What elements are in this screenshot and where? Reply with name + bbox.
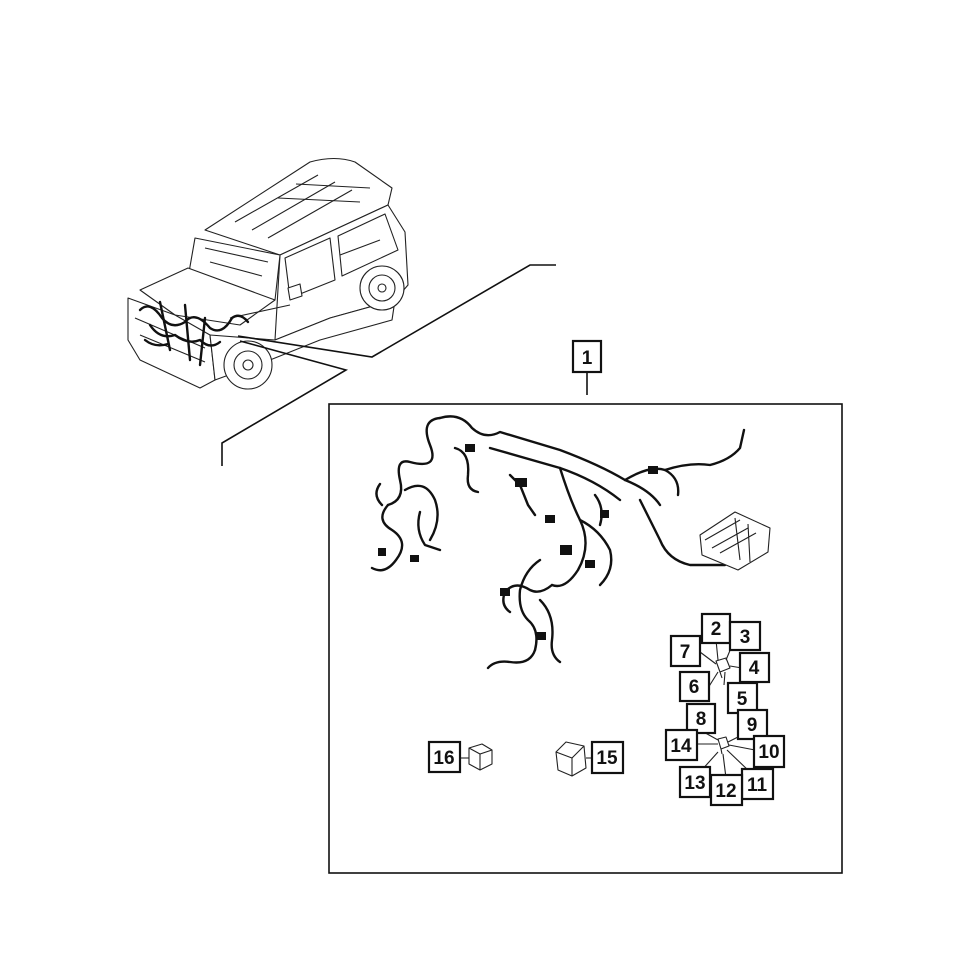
- svg-text:4: 4: [749, 658, 760, 679]
- terminal-part-b: [717, 736, 730, 755]
- svg-text:14: 14: [670, 736, 692, 757]
- relay-part-15: [555, 741, 587, 777]
- callout-16: 16: [427, 740, 462, 774]
- svg-text:5: 5: [737, 689, 748, 710]
- vehicle-illustration: [127, 157, 409, 390]
- callout-7: 7: [669, 634, 702, 668]
- callout-3: 3: [728, 620, 762, 652]
- wiring-harness-main: [370, 415, 771, 670]
- svg-text:8: 8: [696, 709, 707, 730]
- svg-text:15: 15: [596, 748, 618, 769]
- svg-text:2: 2: [711, 619, 722, 640]
- callout-10: 10: [752, 734, 786, 769]
- assembly-frame: [328, 403, 843, 874]
- callout-14: 14: [664, 728, 699, 762]
- svg-text:16: 16: [433, 748, 454, 769]
- callout-15: 15: [590, 740, 625, 775]
- terminal-part-a: [715, 657, 731, 679]
- callout-9: 9: [736, 708, 769, 741]
- svg-text:10: 10: [758, 742, 779, 763]
- callout-2: 2: [700, 612, 732, 645]
- leader-lines: [221, 264, 556, 466]
- callout-12: 12: [709, 773, 744, 807]
- svg-text:6: 6: [689, 677, 700, 698]
- callout-4: 4: [738, 651, 771, 684]
- callout-5: 5: [726, 681, 759, 715]
- svg-text:13: 13: [684, 773, 705, 794]
- relay-part-16: [468, 743, 493, 771]
- callout-11: 11: [740, 767, 775, 801]
- callout-6: 6: [678, 670, 711, 703]
- callout-13: 13: [678, 765, 712, 799]
- callout-1: 1: [571, 339, 603, 374]
- svg-text:3: 3: [740, 627, 751, 648]
- svg-text:11: 11: [747, 775, 768, 796]
- svg-text:9: 9: [747, 715, 758, 736]
- svg-text:7: 7: [680, 642, 691, 663]
- svg-text:12: 12: [715, 781, 736, 802]
- svg-text:1: 1: [582, 348, 593, 369]
- callout-8: 8: [685, 702, 717, 735]
